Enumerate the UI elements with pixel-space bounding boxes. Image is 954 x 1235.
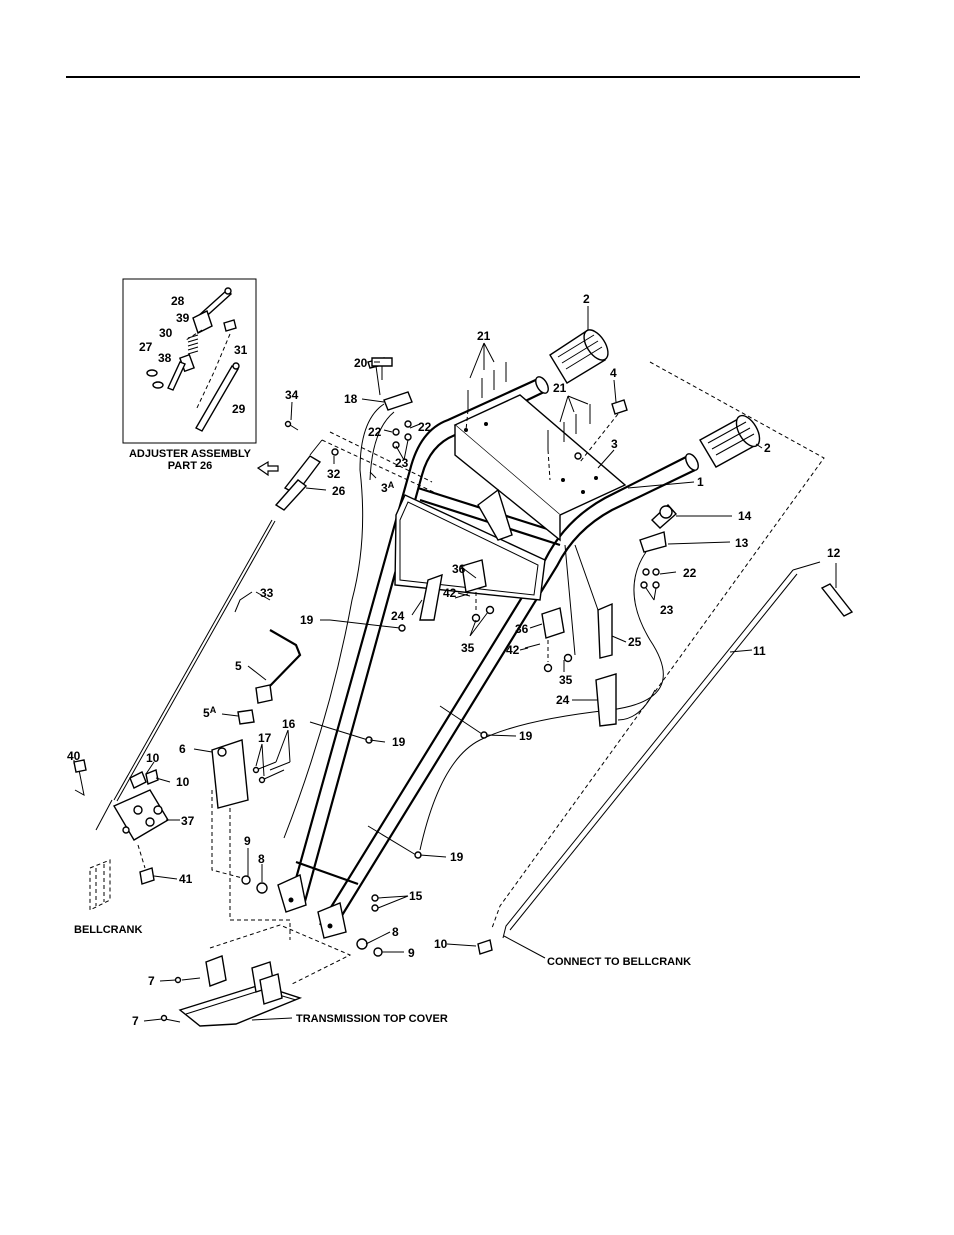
part-12-shaft: [822, 584, 852, 616]
callout-10-mid: 10: [176, 775, 190, 789]
adjuster-assembly-inset: [123, 279, 256, 443]
callout-2-lower: 2: [764, 441, 771, 455]
callout-38: 38: [158, 351, 172, 365]
callout-39: 39: [176, 311, 190, 325]
callout-10-upper: 10: [146, 751, 160, 765]
callout-28: 28: [171, 294, 185, 308]
callout-19-d: 19: [450, 850, 464, 864]
callout-31: 31: [234, 343, 248, 357]
callout-36-lower: 36: [515, 622, 529, 636]
callout-5: 5: [235, 659, 242, 673]
connect-leader: [504, 936, 545, 958]
callout-11: 11: [753, 644, 766, 658]
callout-1: 1: [697, 475, 704, 489]
transmission-top-cover: [162, 925, 351, 1026]
caption-connect-to-bellcrank: CONNECT TO BELLCRANK: [547, 956, 691, 968]
callout-35-lower: 35: [559, 673, 573, 687]
callouts: 28 39 30 27 38 31 29 2 21 20 21 4 34 18 …: [67, 292, 841, 1028]
callout-22-left: 22: [368, 425, 382, 439]
callout-19-a: 19: [300, 613, 314, 627]
part-4-knob: [612, 400, 627, 414]
callout-27: 27: [139, 340, 153, 354]
rod-33: [114, 520, 272, 800]
callout-8-left: 8: [258, 852, 265, 866]
callout-5a: 5A: [203, 705, 217, 720]
callout-41: 41: [179, 872, 193, 886]
callout-24-lower: 24: [556, 693, 570, 707]
callout-20: 20: [354, 356, 368, 370]
callout-7-lower: 7: [132, 1014, 139, 1028]
callout-36-top: 36: [452, 562, 466, 576]
inset-pointer-arrow: [258, 462, 278, 475]
callout-29: 29: [232, 402, 246, 416]
callout-3: 3: [611, 437, 618, 451]
callout-3a: 3A: [381, 480, 395, 495]
callout-35-upper: 35: [461, 641, 475, 655]
callout-23-top: 23: [395, 456, 409, 470]
callout-23-right: 23: [660, 603, 674, 617]
callout-32: 32: [327, 467, 341, 481]
callout-21-left: 21: [477, 329, 491, 343]
bracket-6: [212, 740, 290, 940]
screw-34: [290, 425, 298, 430]
cover-leader: [252, 1018, 292, 1020]
callout-33: 33: [260, 586, 274, 600]
callout-10-lower: 10: [434, 937, 448, 951]
bellcrank-37: [74, 760, 168, 910]
t-handle-20: [372, 358, 392, 380]
callout-13: 13: [735, 536, 749, 550]
callout-22-mid: 22: [418, 420, 432, 434]
callout-40: 40: [67, 749, 81, 763]
caption-transmission-top-cover: TRANSMISSION TOP COVER: [296, 1013, 448, 1025]
callout-8-right: 8: [392, 925, 399, 939]
leader-lines: [74, 306, 836, 1021]
callout-19-b: 19: [519, 729, 533, 743]
lever-5: [238, 630, 300, 724]
callout-6: 6: [179, 742, 186, 756]
inset-title-line2: PART 26: [168, 460, 212, 472]
caption-bellcrank: BELLCRANK: [74, 924, 142, 936]
callout-17: 17: [258, 731, 272, 745]
callout-2-upper: 2: [583, 292, 590, 306]
callout-34: 34: [285, 388, 299, 402]
callout-18: 18: [344, 392, 358, 406]
callout-19-c: 19: [392, 735, 406, 749]
callout-22-right: 22: [683, 566, 697, 580]
callout-42-top: 42: [443, 586, 457, 600]
callout-4: 4: [610, 366, 617, 380]
callout-12: 12: [827, 546, 841, 560]
callout-9-right: 9: [408, 946, 415, 960]
callout-16: 16: [282, 717, 296, 731]
callout-7-upper: 7: [148, 974, 155, 988]
callout-21-right: 21: [553, 381, 567, 395]
callout-24-upper: 24: [391, 609, 405, 623]
left-control-cable: [284, 358, 412, 838]
inset-title-line1: ADJUSTER ASSEMBLY: [129, 448, 252, 460]
callout-14: 14: [738, 509, 752, 523]
callout-30: 30: [159, 326, 173, 340]
callout-37: 37: [181, 814, 195, 828]
grip-upper: [550, 326, 613, 383]
callout-42-lower: 42: [506, 643, 520, 657]
callout-15: 15: [409, 889, 423, 903]
callout-9-left: 9: [244, 834, 251, 848]
callout-25: 25: [628, 635, 642, 649]
callout-26: 26: [332, 484, 346, 498]
